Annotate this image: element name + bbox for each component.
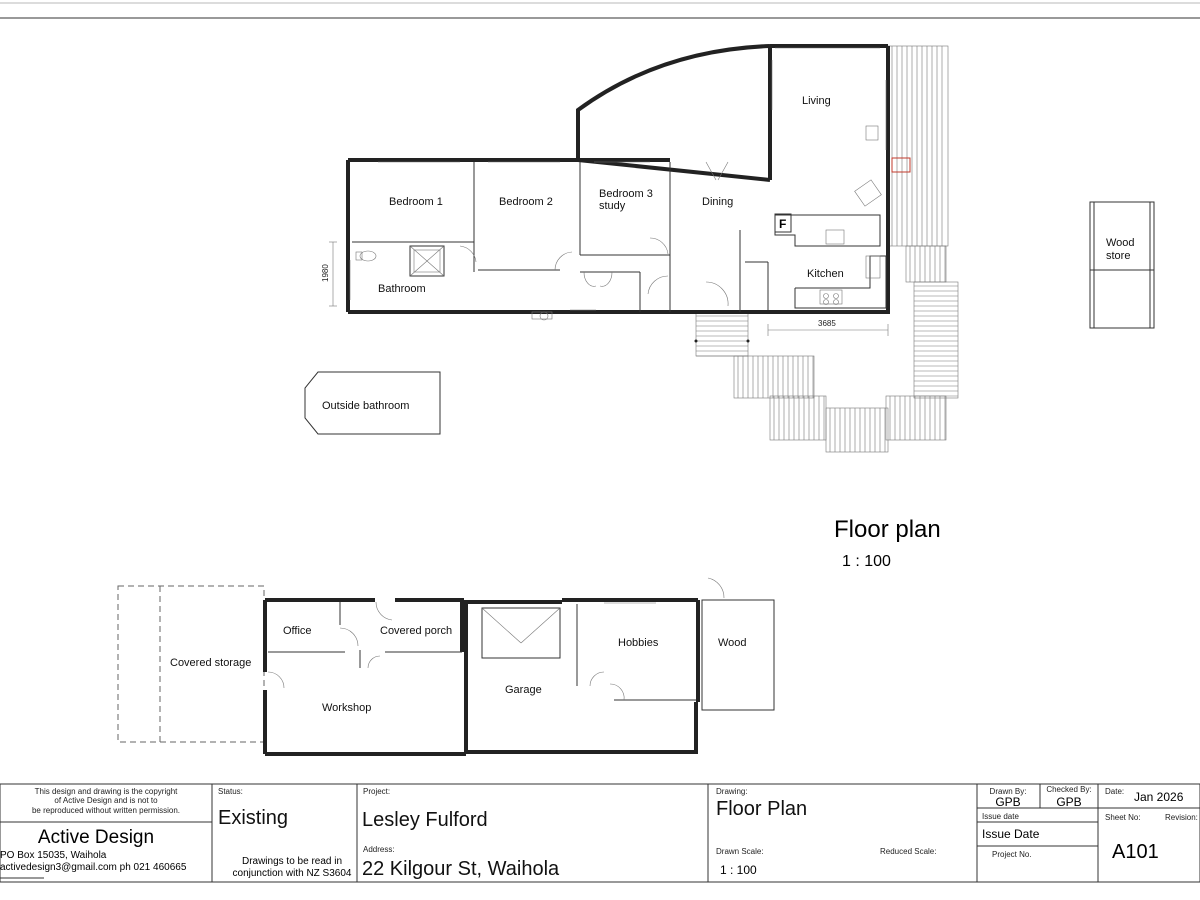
dim-text-kitchen: 3685	[818, 319, 836, 328]
project-value: Lesley Fulford	[362, 809, 488, 831]
outside-bathroom: Outside bathroom	[304, 371, 441, 435]
drawing-value: Floor Plan	[716, 798, 807, 820]
outbuildings: Covered storage Office Covered porch Wor…	[117, 577, 775, 756]
project-label: Project:	[363, 787, 390, 796]
room-label-hobbies: Hobbies	[618, 637, 659, 649]
drawing-title: Floor plan	[834, 516, 941, 543]
sheet-no-label: Sheet No:	[1105, 813, 1141, 822]
checked-by-label: Checked By:	[1046, 785, 1091, 794]
address-label: Address:	[363, 845, 395, 854]
room-label-wood: Wood	[718, 637, 747, 649]
copyright-line-1: This design and drawing is the copyright	[35, 787, 179, 796]
drawing-scale-note: 1 : 100	[842, 553, 891, 570]
shower	[409, 245, 445, 277]
revision-label: Revision:	[1165, 813, 1198, 822]
note-line-1: Drawings to be read in	[242, 856, 342, 867]
drawing-label: Drawing:	[716, 787, 748, 796]
room-label-bedroom3: Bedroom 3	[599, 188, 653, 200]
room-label-bedroom1: Bedroom 1	[389, 196, 443, 208]
drawn-by-label: Drawn By:	[990, 787, 1027, 796]
project-no-label: Project No.	[992, 850, 1032, 859]
room-label-wood-store-2: store	[1106, 250, 1130, 262]
status-value: Existing	[218, 807, 288, 829]
status-label: Status:	[218, 787, 243, 796]
title-block: This design and drawing is the copyright…	[0, 783, 1200, 883]
room-label-bedroom2: Bedroom 2	[499, 196, 553, 208]
reduced-scale-label: Reduced Scale:	[880, 847, 936, 856]
room-label-workshop: Workshop	[322, 702, 371, 714]
date-label: Date:	[1105, 787, 1124, 796]
room-label-covered-storage: Covered storage	[170, 657, 251, 669]
drawn-by-value: GPB	[995, 795, 1020, 809]
fridge-box	[774, 213, 792, 233]
date-value: Jan 2026	[1134, 790, 1184, 804]
room-label-study: study	[599, 200, 626, 212]
company-name: Active Design	[38, 827, 154, 848]
toilet	[359, 250, 377, 262]
deck-south	[695, 245, 959, 453]
dim-text-bath: 1980	[321, 264, 330, 282]
address-value: 22 Kilgour St, Waihola	[362, 858, 560, 880]
room-label-kitchen: Kitchen	[807, 268, 844, 280]
room-label-bathroom: Bathroom	[378, 283, 426, 295]
room-label-outside-bathroom: Outside bathroom	[322, 400, 409, 412]
deck-east	[887, 45, 949, 247]
copyright-line-2: of Active Design and is not to	[54, 796, 158, 805]
room-label-office: Office	[283, 625, 312, 637]
company-contact: activedesign3@gmail.com ph 021 460665	[0, 862, 187, 873]
room-label-dining: Dining	[702, 196, 733, 208]
issue-date-value: Issue Date	[982, 827, 1040, 841]
copyright-line-3: be reproduced without written permission…	[32, 806, 180, 815]
fridge-label: F	[779, 217, 786, 231]
note-line-2: conjunction with NZ S3604	[233, 868, 352, 879]
drawn-scale-label: Drawn Scale:	[716, 847, 764, 856]
drawn-scale-value: 1 : 100	[720, 863, 757, 877]
checked-by-value: GPB	[1056, 795, 1081, 809]
sheet-no-value: A101	[1112, 841, 1159, 863]
room-label-covered-porch: Covered porch	[380, 625, 452, 637]
room-label-living: Living	[802, 95, 831, 107]
issue-date-label: Issue date	[982, 812, 1019, 821]
room-label-wood-store-1: Wood	[1106, 237, 1135, 249]
company-po-box: PO Box 15035, Waihola	[0, 850, 107, 861]
wood-store: Wood store	[1089, 201, 1155, 329]
main-house: Bedroom 1 Bedroom 2 Bedroom 3 study Dini…	[321, 44, 959, 453]
room-label-garage: Garage	[505, 684, 542, 696]
